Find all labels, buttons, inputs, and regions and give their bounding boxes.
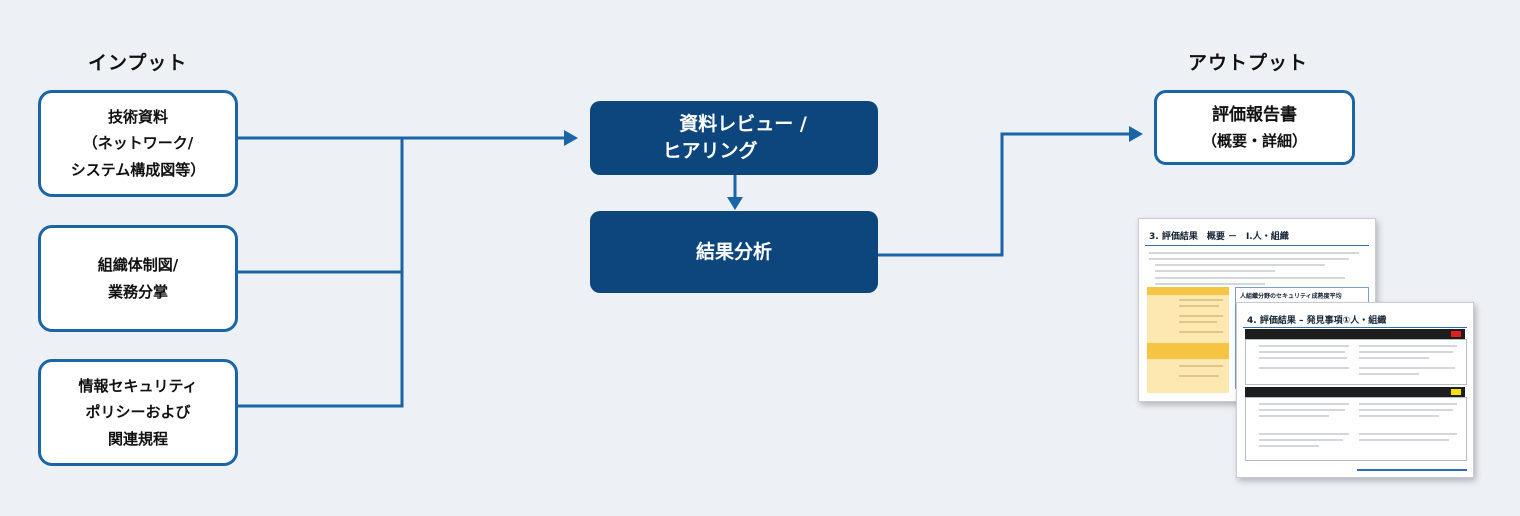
input-box-security-policy: 情報セキュリティ ポリシーおよび 関連規程 (38, 359, 238, 466)
text-line (1179, 365, 1223, 367)
text-line (1259, 415, 1329, 417)
output-box-report-line1: 評価報告書 (1212, 104, 1297, 125)
text-line (1359, 415, 1439, 417)
output-box-report: 評価報告書 （概要・詳細） (1154, 90, 1355, 165)
text-line (1259, 357, 1347, 359)
findings-table-header (1245, 329, 1465, 339)
text-line (1155, 264, 1325, 266)
arrowhead-to-analysis (727, 197, 743, 210)
maturity-average-panel-title: 人組織分野のセキュリティ成熟度平均 (1240, 293, 1342, 300)
input-box-org-chart-line1: 組織体制図/ (97, 256, 179, 275)
findings-table-cell (1245, 397, 1467, 461)
input-box-security-policy-line1: 情報セキュリティ (78, 377, 198, 396)
findings-table-header (1245, 387, 1465, 397)
text-line (1359, 439, 1449, 441)
text-line (1179, 375, 1219, 377)
text-line (1179, 331, 1223, 333)
text-line (1155, 270, 1275, 272)
text-line (1359, 409, 1453, 411)
input-box-technical-docs-line1: 技術資料 (107, 108, 168, 127)
input-heading: インプット (88, 52, 188, 74)
risk-badge-medium (1451, 389, 1461, 395)
input-box-security-policy-line2: ポリシーおよび (85, 403, 191, 422)
process-analysis-label: 結果分析 (695, 240, 772, 263)
connector-analysis-to-output (878, 132, 1131, 257)
maturity-row-highlight (1147, 343, 1229, 359)
text-line (1259, 345, 1349, 347)
text-line (1359, 345, 1457, 347)
report-summary-title: 3. 評価結果 概要 － Ⅰ.人・組織 (1149, 232, 1289, 242)
text-line (1259, 445, 1319, 447)
arrowhead-to-output (1129, 126, 1143, 142)
report-findings-footer-rule (1357, 469, 1467, 471)
text-line (1259, 403, 1349, 405)
process-analysis-box: 結果分析 (590, 211, 878, 293)
report-findings-rule (1243, 327, 1467, 328)
text-line (1359, 367, 1455, 369)
text-line (1359, 403, 1457, 405)
input-box-technical-docs-line2: （ネットワーク/ (82, 134, 194, 153)
input-box-org-chart: 組織体制図/ 業務分掌 (38, 225, 238, 332)
text-line (1259, 433, 1349, 435)
process-review-line1: 資料レビュー / (679, 113, 807, 136)
text-line (1179, 315, 1223, 317)
text-line (1155, 283, 1265, 285)
input-box-security-policy-line3: 関連規程 (107, 429, 168, 448)
report-findings-title: 4. 評価結果 – 発見事項①人・組織 (1247, 316, 1387, 326)
output-box-report-line2: （概要・詳細） (1201, 132, 1307, 151)
process-review-box: 資料レビュー / ヒアリング (590, 101, 878, 175)
report-summary-rule (1145, 245, 1369, 246)
risk-badge-high (1451, 331, 1461, 337)
text-line (1179, 305, 1219, 307)
text-line (1155, 277, 1345, 279)
input-box-org-chart-line2: 業務分掌 (107, 282, 168, 301)
text-line (1259, 409, 1345, 411)
process-review-line2: ヒアリング (662, 140, 758, 162)
input-box-technical-docs-line3: システム構成図等） (70, 160, 206, 179)
arrowhead-to-review (564, 130, 578, 146)
text-line (1359, 351, 1453, 353)
text-line (1359, 373, 1419, 375)
text-line (1179, 299, 1223, 301)
text-line (1259, 439, 1343, 441)
input-box-technical-docs: 技術資料 （ネットワーク/ システム構成図等） (38, 90, 238, 197)
text-line (1259, 367, 1349, 369)
text-line (1359, 433, 1457, 435)
text-line (1149, 258, 1349, 260)
maturity-header (1147, 287, 1229, 295)
text-line (1179, 321, 1217, 323)
output-heading: アウトプット (1188, 52, 1309, 74)
report-thumbnail-findings: 4. 評価結果 – 発見事項①人・組織 (1236, 302, 1474, 478)
text-line (1359, 357, 1429, 359)
text-line (1259, 351, 1345, 353)
text-line (1149, 252, 1359, 254)
